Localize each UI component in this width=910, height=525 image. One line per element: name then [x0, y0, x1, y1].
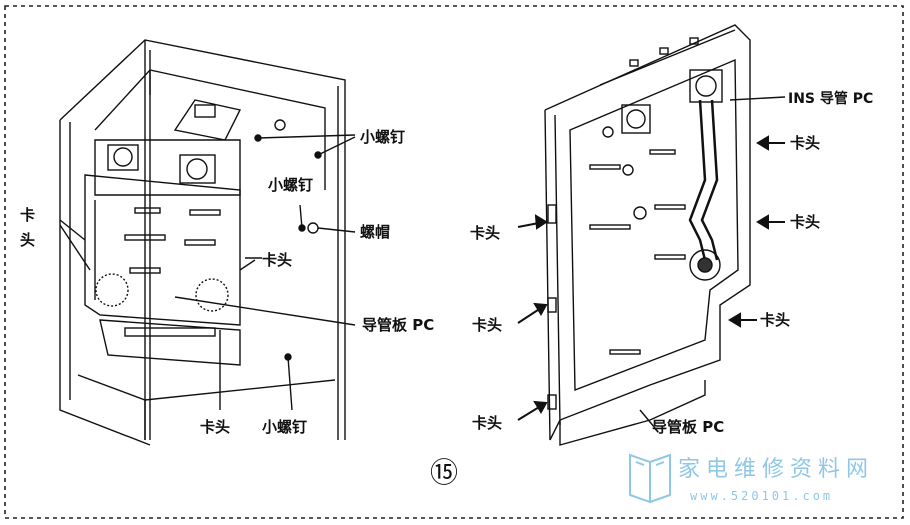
label-clip-bottom: 卡头	[200, 418, 230, 436]
dashed-frame	[4, 5, 904, 519]
label-nut: 螺帽	[360, 223, 390, 241]
watermark: 家电维修资料网 www.520101.com	[629, 453, 874, 504]
label-small-screw-bottom: 小螺钉	[262, 418, 307, 436]
right-duct-board-illustration	[544, 24, 786, 446]
label-clip-l2: 卡头	[472, 316, 502, 334]
label-duct-board-right: 导管板 PC	[652, 418, 724, 436]
label-clip-l1: 卡头	[470, 224, 500, 242]
label-clip-r2: 卡头	[790, 213, 820, 231]
label-clip-r3: 卡头	[760, 311, 790, 329]
label-clip-left-1: 卡	[20, 206, 35, 224]
book-icon	[629, 453, 671, 504]
figure-number: ⑮	[430, 456, 458, 489]
label-clip-left-2: 头	[20, 231, 35, 249]
left-cabinet-illustration	[59, 39, 356, 446]
label-small-screw-mid: 小螺钉	[268, 176, 313, 194]
label-small-screw-top: 小螺钉	[360, 128, 405, 146]
label-ins-duct: INS 导管 PC	[788, 90, 873, 107]
watermark-text: 家电维修资料网	[678, 457, 874, 482]
label-clip-right: 卡头	[262, 251, 292, 269]
label-clip-l3: 卡头	[472, 414, 502, 432]
label-duct-board-left: 导管板 PC	[362, 316, 434, 334]
label-clip-r1: 卡头	[790, 134, 820, 152]
arrows	[517, 135, 785, 421]
watermark-url: www.520101.com	[690, 489, 833, 503]
